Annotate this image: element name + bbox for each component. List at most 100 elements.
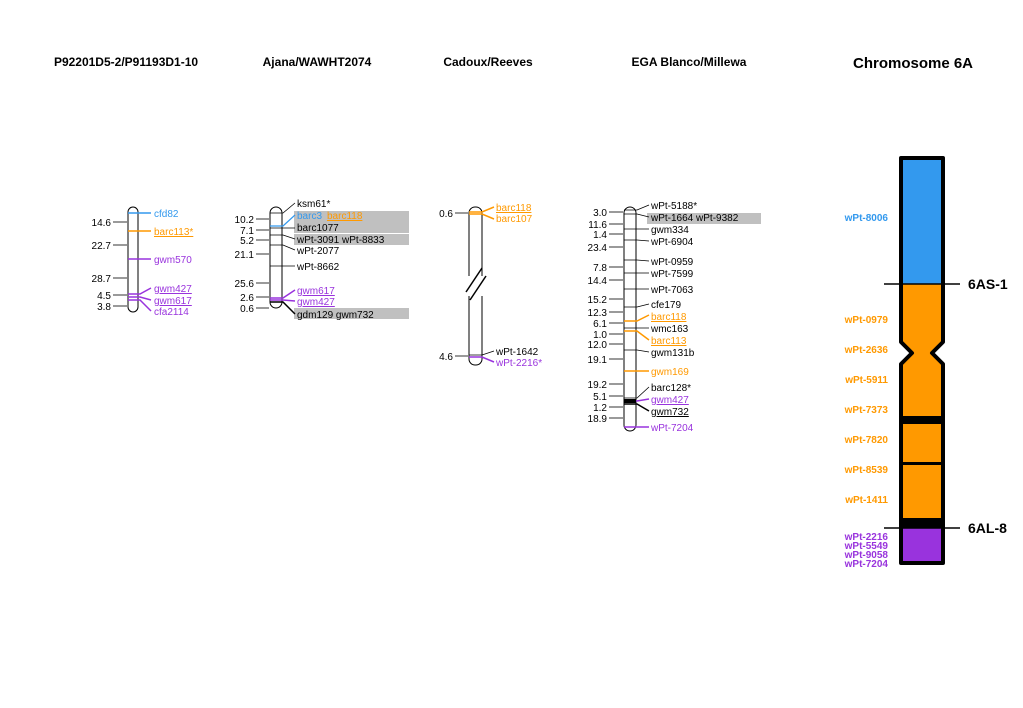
marker-label: wPt-5188*	[650, 201, 697, 212]
chromosome-outline	[899, 156, 945, 565]
break-mark	[469, 275, 487, 301]
interval-distance: 19.2	[588, 380, 608, 391]
marker-label: cfd82	[154, 209, 179, 220]
marker-label: wPt-3091 wPt-8833	[296, 235, 385, 246]
interval-distance: 23.4	[588, 243, 608, 254]
marker-label: wPt-2216	[844, 532, 889, 543]
marker-label: wPt-1411	[844, 495, 888, 506]
interval-distance: 5.2	[240, 236, 254, 247]
highlight-box	[294, 234, 409, 245]
interval-distance: 21.1	[235, 250, 255, 261]
chromosome-segment	[901, 364, 943, 520]
breakpoint-label: 6AL-8	[968, 520, 1007, 536]
interval-distance: 0.6	[439, 209, 453, 220]
marker-label: wPt-0979	[844, 315, 889, 326]
chromosome-title: Chromosome 6A	[853, 55, 973, 72]
interval-distance: 25.6	[235, 279, 255, 290]
interval-distance: 1.0	[593, 330, 607, 341]
marker-label: wPt-6904	[650, 237, 694, 248]
marker-label: wPt-7820	[844, 435, 889, 446]
interval-distance: 10.2	[235, 215, 255, 226]
marker-label: wPt-7063	[650, 285, 694, 296]
marker-label: gwm570	[154, 255, 192, 266]
interval-distance: 0.6	[240, 304, 254, 315]
marker-label: gwm334	[651, 225, 689, 236]
highlight-box	[647, 213, 761, 224]
marker-label: wPt-1664 wPt-9382	[650, 213, 739, 224]
marker-label: wPt-7204	[650, 423, 694, 434]
map-title-1: P92201D5-2/P91193D1-10	[54, 55, 198, 69]
interval-distance: 15.2	[588, 295, 608, 306]
chromosome-band	[901, 416, 943, 424]
linkage-map-3: 0.6 4.6 barc118 barc107 wPt-1642 wPt-221…	[439, 203, 542, 369]
interval-distance: 12.0	[588, 340, 608, 351]
marker-label: barc113	[651, 336, 687, 347]
linkage-group-bar	[269, 206, 283, 309]
marker-label: gwm617	[154, 296, 192, 307]
interval-distance: 22.7	[92, 241, 112, 252]
marker-label: gwm169	[651, 367, 689, 378]
centromere	[901, 342, 943, 364]
marker-label: gwm732	[651, 407, 689, 418]
marker-label: gdm129 gwm732	[297, 310, 374, 321]
chromosome-6a-ideogram: 6AS-1 6AL-8 wPt-8006 wPt-0979 wPt-2636 w…	[844, 156, 1008, 570]
marker-label: wPt-0959	[650, 257, 694, 268]
linkage-map-1: 14.6 22.7 28.7 4.5 3.8 cfd82 barc113* gw…	[92, 206, 193, 318]
chromosome-segment	[901, 158, 943, 284]
linkage-group-bar	[623, 206, 637, 432]
highlight-box	[294, 211, 409, 222]
interval-distance: 2.6	[240, 293, 254, 304]
marker-label: wPt-5549	[844, 541, 889, 552]
marker-label: wPt-7599	[650, 269, 694, 280]
chromosome-segment	[901, 284, 943, 342]
marker-label: wPt-2077	[296, 246, 340, 257]
interval-distance: 5.1	[593, 392, 607, 403]
marker-label: barc118	[651, 312, 687, 323]
marker-label: wPt-7373	[844, 405, 889, 416]
linkage-map-2: 10.2 7.1 5.2 21.1 25.6 2.6 0.6 ksm61* ba…	[235, 199, 409, 321]
marker-label: gwm131b	[651, 348, 695, 359]
marker-label: barc107	[496, 214, 533, 225]
marker-label: gwm427	[154, 284, 192, 295]
chromosome-band	[901, 518, 943, 528]
interval-distance: 1.4	[593, 230, 607, 241]
marker-label: gwm427	[297, 297, 335, 308]
marker-label: gwm617	[297, 286, 335, 297]
interval-distance: 14.6	[92, 218, 112, 229]
marker-label: wPt-9058	[844, 550, 889, 561]
marker-label: cfa2114	[154, 307, 189, 318]
interval-distance: 4.6	[439, 352, 453, 363]
marker-label: wPt-5911	[844, 375, 888, 386]
interval-distance: 18.9	[588, 414, 608, 425]
marker-label: barc128*	[651, 383, 691, 394]
interval-distance: 7.8	[593, 263, 607, 274]
interval-distance: 12.3	[588, 308, 608, 319]
interval-distance: 6.1	[593, 319, 607, 330]
interval-distance: 11.6	[588, 220, 607, 231]
interval-distance: 3.0	[593, 208, 607, 219]
marker-label: ksm61*	[297, 199, 330, 210]
interval-distance: 14.4	[588, 276, 608, 287]
breakpoint-label: 6AS-1	[968, 276, 1008, 292]
highlight-box	[294, 308, 409, 319]
marker-label: wPt-8539	[844, 465, 889, 476]
interval-distance: 28.7	[92, 274, 112, 285]
map-title-2: Ajana/WAWHT2074	[263, 55, 372, 69]
marker-label: barc113*	[154, 227, 193, 238]
break-mark	[465, 267, 483, 293]
marker-label: barc118	[327, 211, 363, 222]
marker-label: wPt-2636	[844, 345, 889, 356]
map-title-4: EGA Blanco/Millewa	[632, 55, 747, 69]
interval-distance: 7.1	[240, 226, 254, 237]
interval-distance: 4.5	[97, 291, 111, 302]
interval-distance: 3.8	[97, 302, 111, 313]
map-title-3: Cadoux/Reeves	[443, 55, 533, 69]
marker-label: wPt-2216*	[495, 358, 542, 369]
marker-label: wPt-1642	[495, 347, 539, 358]
marker-label: barc3	[297, 211, 322, 222]
marker-label: barc118	[496, 203, 532, 214]
interval-distance: 1.2	[593, 403, 607, 414]
marker-label: wPt-8006	[844, 213, 889, 224]
highlight-box	[294, 222, 409, 233]
